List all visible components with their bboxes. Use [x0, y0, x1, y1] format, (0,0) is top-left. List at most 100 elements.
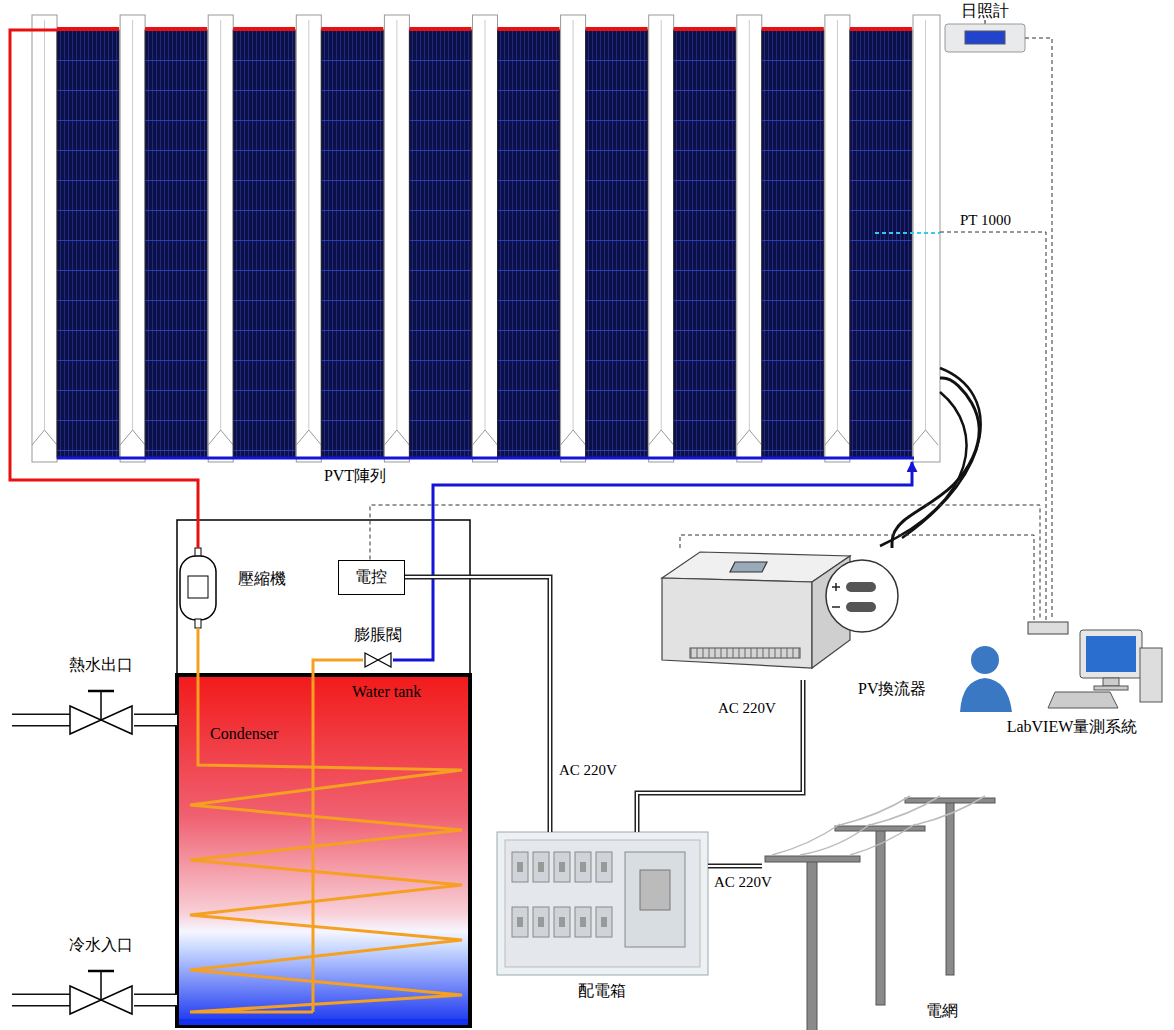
circuit-breaker [554, 852, 570, 882]
pvt-panel-row [649, 430, 674, 445]
water-pipe [12, 715, 70, 725]
node-label: PV換流器 [858, 680, 926, 698]
connector-label: AC 220V [557, 762, 619, 779]
compressor: 壓縮機 [178, 548, 220, 628]
pvt-panel-row [321, 30, 383, 458]
pyranometer-device [945, 20, 1025, 52]
pvt-panel-row [825, 15, 850, 462]
pvt-panel-row [913, 15, 940, 462]
person-icon [960, 646, 1012, 712]
circuit-breaker [538, 862, 544, 872]
pvt-panel-row [561, 430, 586, 445]
pvt-panel-row [57, 30, 119, 458]
person-icon [971, 646, 999, 674]
pvt-panel-row [44, 20, 45, 430]
grid-wire [915, 796, 985, 825]
pvt-panel-row [384, 15, 409, 462]
distribution-box-panel [640, 870, 670, 910]
connector-zoom [835, 583, 837, 591]
heat-pump-housing [177, 520, 470, 675]
hot-water-valve-symbol [88, 690, 114, 693]
pvt-panel-row [749, 20, 750, 430]
labview-system: LabVIEW量測系統 [960, 620, 1165, 738]
expansion-valve-symbol [378, 653, 391, 667]
pyranometer-device [945, 24, 1025, 52]
signal-line [940, 232, 1046, 620]
pv-cable [880, 392, 967, 546]
pvt-panel-row [485, 20, 486, 430]
circuit-breaker [533, 907, 549, 937]
pvt-panel-row [409, 27, 471, 31]
pvt-panel-row [57, 27, 119, 31]
pvt-panel-row [473, 15, 498, 462]
pyranometer-device [965, 31, 1005, 44]
condenser-line [197, 628, 200, 675]
pvt-panel-row [220, 20, 221, 430]
cold-water-valve-symbol [100, 971, 102, 1000]
pvt-panel-row [321, 27, 383, 31]
signal-line [680, 535, 1034, 620]
pvt-panel-row [762, 27, 824, 31]
node-label: 熱水出口 [69, 656, 133, 674]
distribution-box-panel [625, 852, 685, 947]
computer-illustration [1080, 630, 1142, 678]
pvt-manifold [30, 29, 58, 32]
pvt-panel-row [498, 30, 560, 458]
power-line [708, 864, 762, 869]
hot-water-valve-symbol [101, 706, 132, 734]
pvt-panel-row [498, 27, 560, 31]
water-pipe-inner [134, 995, 177, 1005]
grid-wire [772, 824, 840, 855]
distribution-box: 配電箱 [497, 832, 708, 975]
compressor-symbol [188, 576, 208, 598]
pvt-panel-row [913, 430, 938, 445]
pvt-panel-row [586, 27, 648, 31]
pvt-panel-row [32, 430, 57, 445]
circuit-breaker [512, 852, 528, 882]
water-pipe [134, 714, 177, 727]
computer-illustration [1028, 622, 1162, 708]
pv-inverter-body [690, 648, 800, 658]
expansion-valve: 膨脹閥 [363, 651, 393, 669]
pvt-panel-row [145, 30, 207, 458]
node-label: 膨脹閥 [354, 626, 402, 644]
pv-inverter-body [662, 578, 812, 668]
connector-zoom [846, 602, 876, 612]
utility-pole [807, 858, 817, 1030]
pvt-panel-row [674, 27, 736, 31]
heat-pump-housing [177, 520, 470, 675]
computer-illustration [1140, 648, 1162, 702]
pvt-panel-row [120, 15, 145, 462]
pvt-panel-row [737, 15, 762, 462]
pvt-array: PVT陣列 [30, 15, 940, 462]
circuit-breaker [580, 917, 586, 927]
circuit-breaker [517, 917, 523, 927]
circuit-breaker [575, 852, 591, 882]
condenser-coil [312, 675, 315, 1012]
grid-wire [840, 796, 910, 825]
power-line-inner [405, 577, 551, 832]
circuit-breaker [575, 907, 591, 937]
grid-wire [850, 824, 915, 855]
pvt-panel-row [120, 430, 145, 445]
connector-label: PT 1000 [958, 212, 1013, 229]
pvt-manifold [30, 30, 940, 458]
water-tank-body [179, 1019, 468, 1025]
water-pipe-inner [134, 715, 177, 725]
node-label: 電控 [355, 568, 387, 586]
hot-water-valve-symbol [70, 691, 132, 734]
power-line [405, 577, 551, 832]
connector-zoom [832, 606, 840, 608]
circuit-breaker [554, 907, 570, 937]
water-pipe [12, 720, 70, 1000]
circuit-breaker [601, 862, 607, 872]
pvt-panel-row [649, 15, 674, 462]
pv-inverter-body [662, 552, 850, 668]
pvt-panel-row [208, 430, 233, 445]
node-sublabel: Condenser [210, 725, 278, 743]
condenser-coil [190, 675, 462, 1012]
circuit-breaker [538, 917, 544, 927]
